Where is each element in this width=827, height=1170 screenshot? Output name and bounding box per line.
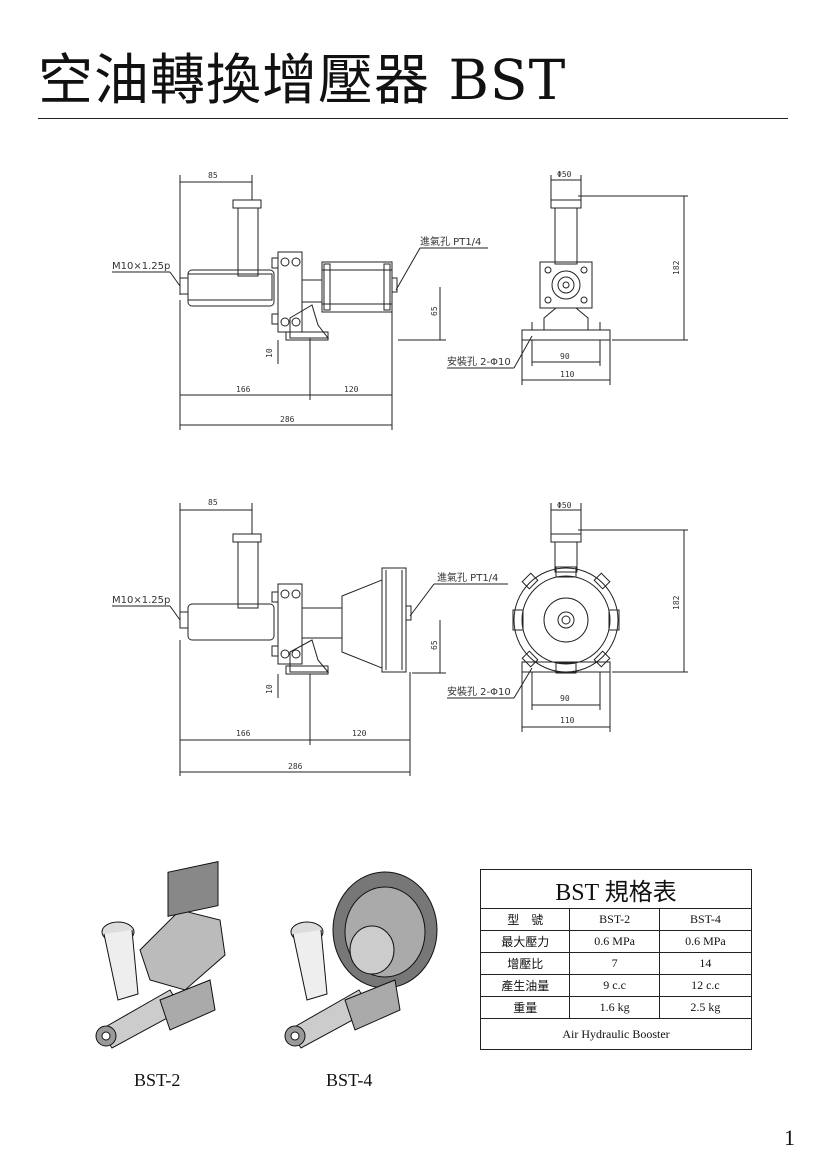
table-row: 最大壓力 0.6 MPa 0.6 MPa (479, 930, 753, 953)
bst2-side-view (112, 175, 488, 430)
table-cell: 重量 (479, 996, 571, 1019)
table-cell: 12 c.c (658, 974, 753, 997)
dim-phi50: Φ50 (557, 170, 572, 179)
dim-182: 182 (672, 260, 681, 275)
table-cell: 2.5 kg (658, 996, 753, 1019)
table-cell: 增壓比 (479, 952, 571, 975)
table-cell: 0.6 MPa (569, 930, 660, 953)
spec-table-footer: Air Hydraulic Booster (480, 1018, 752, 1050)
table-cell: 最大壓力 (479, 930, 571, 953)
header-cell: BST-2 (569, 908, 660, 931)
title-rule (38, 118, 788, 119)
dim-10: 10 (265, 348, 274, 358)
dim-286: 286 (288, 762, 303, 771)
header-cell: BST-4 (658, 908, 753, 931)
thread-label: M10×1.25p (112, 595, 170, 606)
spec-table-title: BST 規格表 (480, 869, 752, 909)
bst4-front-view (447, 503, 688, 732)
mount-hole-label: 安裝孔 2-Φ10 (447, 355, 511, 368)
table-cell: 產生油量 (479, 974, 571, 997)
table-row: 產生油量 9 c.c 12 c.c (479, 974, 753, 997)
dim-120: 120 (352, 729, 367, 738)
table-row: 增壓比 7 14 (479, 952, 753, 975)
dim-286: 286 (280, 415, 295, 424)
bst2-front-view (447, 175, 688, 385)
dim-phi50: Φ50 (557, 501, 572, 510)
dim-65: 65 (430, 306, 439, 316)
table-cell: 9 c.c (569, 974, 660, 997)
table-cell: 1.6 kg (569, 996, 660, 1019)
air-inlet-label: 進氣孔 PT1/4 (437, 571, 498, 584)
bst4-caption: BST-4 (326, 1070, 373, 1090)
dim-85: 85 (208, 498, 218, 507)
dim-65: 65 (430, 640, 439, 650)
table-cell: 0.6 MPa (658, 930, 753, 953)
page-title: 空油轉換增壓器 BST (38, 48, 567, 112)
bst2-caption: BST-2 (134, 1070, 181, 1090)
table-cell: 7 (569, 952, 660, 975)
thread-label: M10×1.25p (112, 261, 170, 272)
dim-120: 120 (344, 385, 359, 394)
dim-166: 166 (236, 385, 251, 394)
table-row: 型 號 BST-2 BST-4 (479, 908, 753, 931)
air-inlet-label: 進氣孔 PT1/4 (420, 235, 481, 248)
dim-85: 85 (208, 171, 218, 180)
bst2-product-image (95, 861, 226, 1049)
header-cell: 型 號 (479, 908, 571, 931)
bst4-side-view (112, 503, 508, 776)
page-number: 1 (784, 1125, 795, 1150)
dim-110: 110 (560, 370, 575, 379)
dim-90: 90 (560, 352, 570, 361)
dim-182: 182 (672, 595, 681, 610)
dim-90: 90 (560, 694, 570, 703)
dim-166: 166 (236, 729, 251, 738)
spec-table: BST 規格表 型 號 BST-2 BST-4 最大壓力 0.6 MPa 0.6… (479, 869, 753, 1050)
mount-hole-label: 安裝孔 2-Φ10 (447, 685, 511, 698)
table-cell: 14 (658, 952, 753, 975)
bst4-product-image (284, 871, 438, 1049)
table-row: 重量 1.6 kg 2.5 kg (479, 996, 753, 1019)
dim-110: 110 (560, 716, 575, 725)
dim-10: 10 (265, 684, 274, 694)
